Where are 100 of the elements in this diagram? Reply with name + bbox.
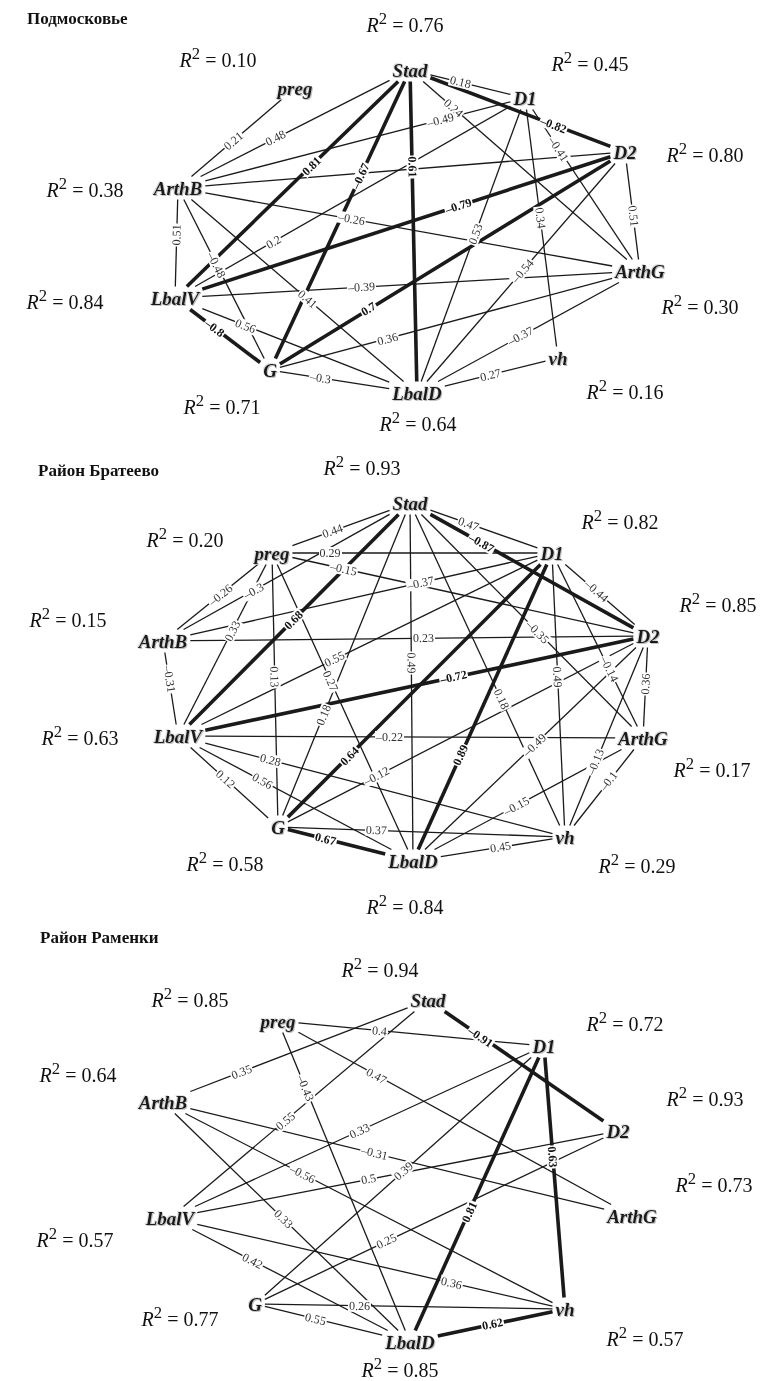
connector-line [191, 1228, 389, 1332]
variable-label: preg [275, 77, 315, 99]
connector-line [184, 1112, 554, 1304]
variable-label: G [269, 816, 287, 838]
edge-label: 0.67 [313, 830, 339, 848]
connector-line [204, 101, 512, 182]
variable-label: vh [553, 1298, 577, 1320]
connector-line [429, 512, 635, 630]
r-squared-label: R$^{2}$ = 0.38 [46, 176, 124, 200]
variable-label: G [261, 359, 279, 381]
edge-label: 0.26 [348, 1299, 372, 1312]
variable-label: preg [258, 1010, 298, 1032]
connector-line [200, 559, 539, 726]
edge-label: 0.18 [490, 686, 512, 713]
edge-label: 0.37 [364, 824, 388, 837]
edge-label: 0.61 [405, 154, 419, 179]
variable-label: Stad [390, 492, 430, 514]
variable-label: G [246, 1293, 264, 1315]
edge-label: 0.18 [447, 73, 474, 91]
r-squared-label: R$^{2}$ = 0.93 [666, 1085, 744, 1109]
r-squared-label: R$^{2}$ = 0.64 [379, 410, 457, 434]
connector-line [204, 637, 634, 732]
r-squared-label: R$^{2}$ = 0.84 [26, 288, 104, 312]
edge-label: 0.56 [232, 316, 259, 336]
r-squared-label: R$^{2}$ = 0.85 [361, 1356, 439, 1380]
r-squared-label: R$^{2}$ = 0.84 [366, 893, 444, 917]
r-squared-label: R$^{2}$ = 0.16 [586, 378, 664, 402]
variable-label: D1 [530, 1035, 558, 1057]
r-squared-label: R$^{2}$ = 0.15 [29, 606, 107, 630]
connector-line [196, 1223, 554, 1307]
r-squared-label: R$^{2}$ = 0.57 [606, 1325, 684, 1349]
edge-label: 0.44 [319, 521, 345, 541]
connector-line [279, 277, 613, 368]
connector-line [408, 81, 419, 382]
edge-label: 0.51 [170, 223, 183, 247]
r-squared-label: R$^{2}$ = 0.64 [39, 1061, 117, 1085]
variable-label: Stad [390, 59, 430, 81]
variable-label: vh [546, 347, 570, 369]
connector-line [204, 192, 613, 267]
variable-label: ArthG [613, 260, 667, 282]
connector-line [422, 80, 628, 261]
connector-line [414, 513, 561, 827]
edge-label: 0.63 [546, 1145, 560, 1170]
connector-line [189, 635, 635, 642]
r-squared-label: R$^{2}$ = 0.82 [581, 508, 659, 532]
edge-label: –0.37 [405, 573, 437, 592]
edge-label: 0.47 [455, 514, 482, 533]
r-squared-label: R$^{2}$ = 0.17 [673, 756, 751, 780]
edge-label: 0.53 [465, 220, 485, 247]
variable-label: ArthG [605, 1205, 659, 1227]
edge-label: 0.45 [487, 839, 513, 855]
edge-label: 0.28 [257, 751, 283, 769]
edge-label: –0.3 [240, 579, 267, 602]
r-squared-label: R$^{2}$ = 0.85 [679, 591, 757, 615]
r-squared-label: R$^{2}$ = 0.57 [36, 1226, 114, 1250]
r-squared-label: R$^{2}$ = 0.58 [186, 850, 264, 874]
connector-line [271, 563, 279, 817]
connector-line [297, 1022, 531, 1046]
connector-line [278, 159, 612, 366]
edge-label: –0.12 [361, 764, 393, 788]
r-squared-label: R$^{2}$ = 0.85 [151, 986, 229, 1010]
edge-label: –0.91 [465, 1023, 497, 1050]
connector-line [194, 1052, 531, 1208]
variable-label: D2 [634, 625, 662, 647]
variable-label: ArthG [616, 727, 670, 749]
r-squared-label: R$^{2}$ = 0.72 [586, 1010, 664, 1034]
edge-label: –0.22 [375, 730, 405, 743]
variable-label: LbalV [143, 1207, 197, 1229]
r-squared-label: R$^{2}$ = 0.30 [661, 293, 739, 317]
edge-label: 0.27 [478, 366, 504, 384]
r-squared-label: R$^{2}$ = 0.73 [675, 1171, 753, 1195]
connector-line [198, 746, 393, 851]
connector-line [287, 826, 554, 838]
connector-line [282, 513, 406, 817]
edge-label: –0.26 [336, 210, 368, 228]
connector-line [201, 308, 390, 383]
connector-line [204, 152, 612, 187]
edge-label: 0.55 [303, 1310, 329, 1328]
r-squared-label: R$^{2}$ = 0.80 [666, 141, 744, 165]
edge-label: 0.5 [359, 1171, 379, 1187]
edge-label: 0.42 [239, 1250, 266, 1272]
variable-label: LbalD [386, 850, 440, 872]
connector-line [188, 513, 400, 726]
connector-line [413, 1056, 541, 1332]
connector-line [291, 552, 539, 554]
connector-line [286, 563, 542, 819]
connector-line [426, 162, 616, 383]
connector-line [190, 198, 405, 383]
connector-line [297, 1031, 612, 1206]
panel-title: Район Раменки [40, 928, 159, 948]
edge-label: 0.23 [411, 632, 435, 645]
edge-label: 0.56 [249, 770, 276, 792]
r-squared-label: R$^{2}$ = 0.71 [183, 393, 261, 417]
connector-line [196, 1133, 605, 1214]
connector-line [543, 1057, 566, 1298]
connector-line [194, 105, 512, 288]
edge-label: 0.49 [405, 651, 418, 675]
variable-label: LbalV [148, 287, 202, 309]
variable-label: ArthB [136, 630, 190, 652]
edge-label: 0.55 [321, 648, 348, 670]
